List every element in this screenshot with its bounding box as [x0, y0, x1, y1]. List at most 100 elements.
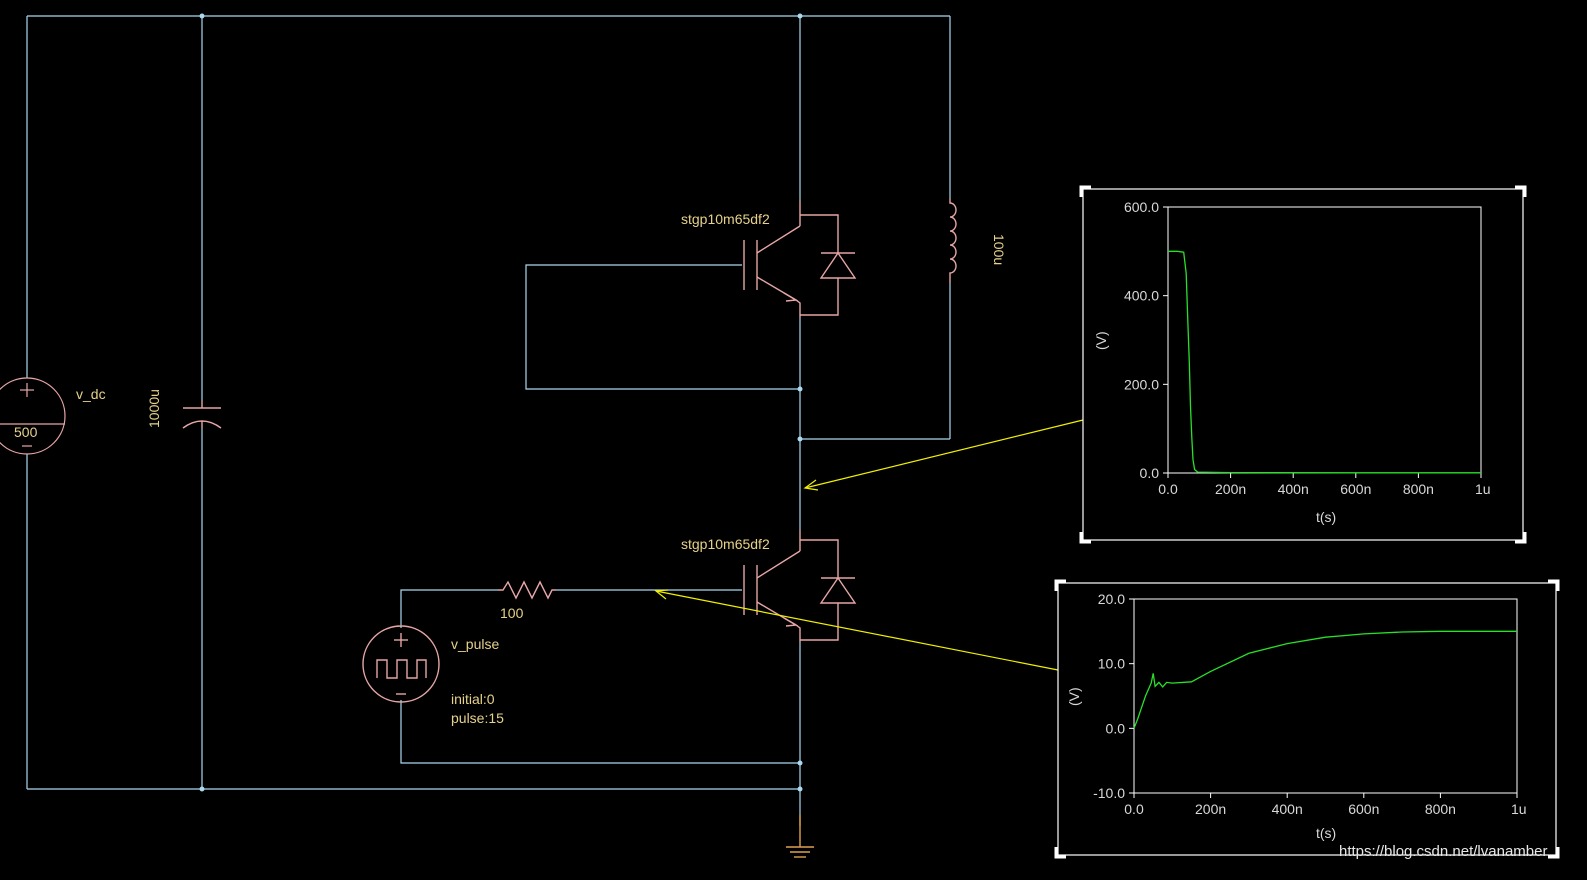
wire-pulse-return[interactable] [400, 700, 800, 764]
igbt-emitter-wire [795, 299, 801, 318]
vpulse-initial-label: initial:0 [451, 691, 495, 707]
x-tick-label: 600n [1348, 801, 1379, 817]
vdc-name-label: v_dc [76, 386, 106, 402]
x-axis-label: t(s) [1316, 509, 1336, 525]
igbt-collector-leg [756, 225, 801, 254]
x-tick-label: 800n [1403, 481, 1434, 497]
plot-window-vce[interactable]: 600.0 400.0 200.0 0.0 0.0 200n 400n 600n 800n 1u… [1079, 185, 1527, 544]
junction-dot [199, 786, 205, 792]
igbt-high-model-label: stgp10m65df2 [681, 211, 770, 227]
capacitor-value-label: 1000u [146, 389, 162, 428]
igbt-emitter-wire [795, 624, 801, 642]
x-tick-label: 1u [1511, 801, 1527, 817]
x-tick-label: 0.0 [1124, 801, 1144, 817]
junctions [199, 13, 803, 792]
vdc-source-circle[interactable] [0, 377, 66, 455]
x-tick-label: 200n [1195, 801, 1226, 817]
plot-trace-vce [1168, 250, 1481, 474]
vdc-value-label: 500 [14, 424, 38, 440]
diode-wire [800, 603, 839, 641]
igbt-emitter-arrow [783, 292, 799, 302]
resize-handle-top-right[interactable] [1515, 185, 1527, 197]
vpulse-pulse-label: pulse:15 [451, 710, 504, 726]
vdc-source[interactable] [0, 377, 66, 455]
y-tick-label: 0.0 [1106, 720, 1126, 736]
diode-triangle [819, 576, 857, 604]
x-tick-label: 800n [1425, 801, 1456, 817]
junction-dot [797, 436, 803, 442]
plot-resize-handles[interactable] [1054, 579, 1560, 859]
probe-arrowhead [654, 589, 669, 600]
igbt-high-side[interactable] [743, 200, 857, 318]
x-tick-labels: 0.0 200n 400n 600n 800n 1u [1124, 801, 1526, 817]
junction-dot [797, 786, 803, 792]
x-tick-label: 200n [1215, 481, 1246, 497]
diode-wire [800, 278, 839, 316]
x-tick-label: 600n [1340, 481, 1371, 497]
capacitor[interactable] [182, 400, 222, 429]
resize-handle-bottom-right[interactable] [1515, 532, 1527, 544]
plot-window-frame[interactable] [1082, 188, 1524, 541]
x-tick-label: 400n [1272, 801, 1303, 817]
inductor-value-label: 100u [991, 234, 1007, 265]
probe-line-vge[interactable] [655, 590, 1059, 671]
watermark-url: https://blog.csdn.net/lvanamber [1339, 843, 1547, 860]
igbt-collector-leg [756, 550, 801, 579]
diode-wire [800, 539, 839, 578]
y-tick-label: 600.0 [1124, 199, 1159, 215]
junction-dot [797, 760, 803, 766]
resize-handle-bottom-left[interactable] [1054, 847, 1066, 859]
pulse-waveform-icon [376, 659, 427, 679]
inductor-coil [949, 198, 957, 283]
y-tick-labels: 20.0 10.0 0.0 -10.0 [1093, 591, 1125, 801]
resize-handle-top-right[interactable] [1548, 579, 1560, 591]
probe-arrowhead [803, 479, 819, 491]
y-tick-label: 400.0 [1124, 288, 1159, 304]
vpulse-name-label: v_pulse [451, 636, 499, 652]
wire-gate-drive[interactable] [400, 589, 498, 628]
inductor[interactable] [949, 198, 957, 283]
gate-resistor-value-label: 100 [500, 605, 524, 621]
y-tick-label: 200.0 [1124, 376, 1159, 392]
resize-handle-top-left[interactable] [1079, 185, 1091, 197]
plot-resize-handles[interactable] [1079, 185, 1527, 544]
igbt-emitter-arrow [783, 617, 799, 627]
probe-line-vce[interactable] [804, 419, 1084, 489]
vpulse-source-circle[interactable] [362, 625, 440, 703]
resistor-zigzag [498, 580, 556, 600]
y-axis-label: (V) [1093, 331, 1109, 350]
x-tick-label: 400n [1278, 481, 1309, 497]
x-tick-label: 1u [1475, 481, 1491, 497]
y-tick-label: -10.0 [1093, 785, 1125, 801]
x-tick-label: 0.0 [1158, 481, 1178, 497]
resize-handle-bottom-left[interactable] [1079, 532, 1091, 544]
y-tick-label: 20.0 [1098, 591, 1125, 607]
igbt-low-side[interactable] [743, 530, 857, 642]
plot-window-frame[interactable] [1057, 582, 1557, 856]
x-axis-label: t(s) [1316, 825, 1336, 841]
y-tick-label: 10.0 [1098, 656, 1125, 672]
wires [26, 15, 951, 826]
y-axis-label: (V) [1066, 687, 1082, 706]
junction-dot [797, 386, 803, 392]
wire-high-gate-loop[interactable] [525, 264, 800, 390]
diode-wire [800, 214, 839, 253]
plot-area[interactable] [1133, 598, 1518, 794]
igbt-low-model-label: stgp10m65df2 [681, 536, 770, 552]
resize-handle-bottom-right[interactable] [1548, 847, 1560, 859]
resize-handle-top-left[interactable] [1054, 579, 1066, 591]
junction-dot [199, 13, 205, 19]
probe-arrows [654, 419, 1084, 671]
tick-marks [1163, 206, 1482, 478]
diode-triangle [819, 251, 857, 279]
ground-icon[interactable] [786, 815, 814, 858]
gate-resistor[interactable] [498, 580, 556, 600]
x-tick-labels: 0.0 200n 400n 600n 800n 1u [1158, 481, 1490, 497]
tick-marks [1129, 598, 1518, 798]
vpulse-source[interactable] [362, 625, 440, 703]
y-tick-labels: 600.0 400.0 200.0 0.0 [1124, 199, 1159, 481]
junction-dot [797, 13, 803, 19]
y-tick-label: 0.0 [1140, 465, 1160, 481]
